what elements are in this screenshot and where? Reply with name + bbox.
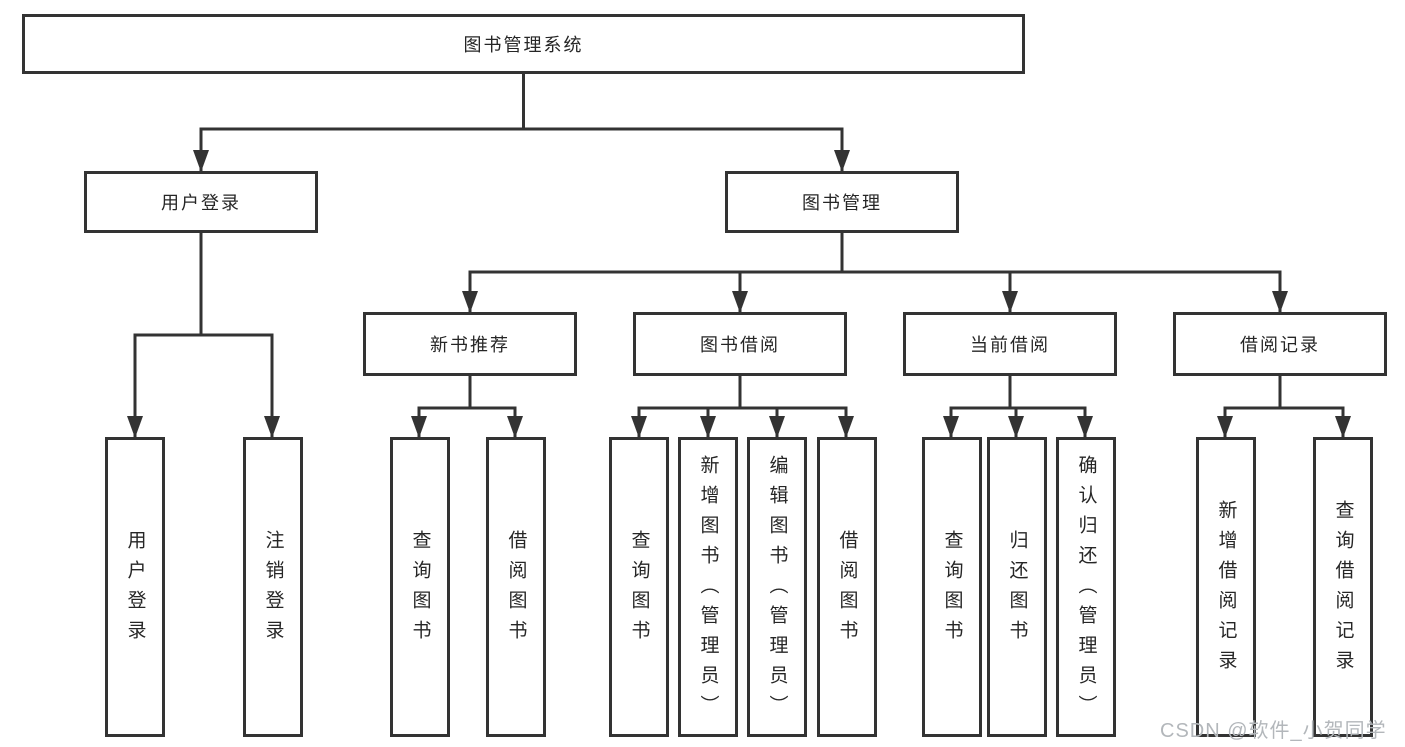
node-new-book-recommend: 新书推荐 bbox=[363, 312, 577, 376]
leaf-borrow-edit-book-admin: 编辑图书（管理员） bbox=[747, 437, 807, 737]
node-root-system: 图书管理系统 bbox=[22, 14, 1025, 74]
leaf-newbook-query-book: 查询图书 bbox=[390, 437, 450, 737]
leaf-borrow-add-book-admin: 新增图书（管理员） bbox=[678, 437, 738, 737]
node-current-borrow: 当前借阅 bbox=[903, 312, 1117, 376]
csdn-watermark: CSDN @软件_小贺同学 bbox=[1160, 720, 1387, 742]
node-book-management: 图书管理 bbox=[725, 171, 959, 233]
leaf-current-confirm-return-admin: 确认归还（管理员） bbox=[1056, 437, 1116, 737]
node-borrow-records: 借阅记录 bbox=[1173, 312, 1387, 376]
node-book-borrow: 图书借阅 bbox=[633, 312, 847, 376]
leaf-current-return-book: 归还图书 bbox=[987, 437, 1047, 737]
leaf-current-query-book: 查询图书 bbox=[922, 437, 982, 737]
leaf-records-add-record: 新增借阅记录 bbox=[1196, 437, 1256, 737]
leaf-borrow-query-book: 查询图书 bbox=[609, 437, 669, 737]
leaf-user-login: 用户登录 bbox=[105, 437, 165, 737]
leaf-borrow-borrow-book: 借阅图书 bbox=[817, 437, 877, 737]
leaf-records-query-record: 查询借阅记录 bbox=[1313, 437, 1373, 737]
leaf-logout: 注销登录 bbox=[243, 437, 303, 737]
arrowheads bbox=[127, 150, 1351, 438]
node-user-login: 用户登录 bbox=[84, 171, 318, 233]
leaf-newbook-borrow-book: 借阅图书 bbox=[486, 437, 546, 737]
